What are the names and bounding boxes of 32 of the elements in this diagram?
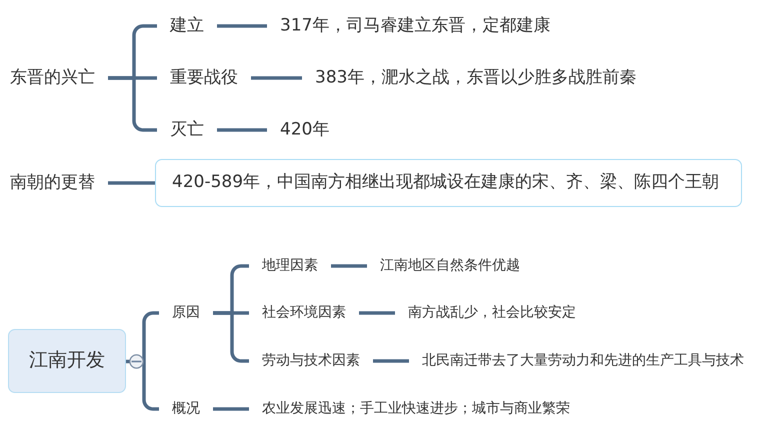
connector-line — [359, 311, 395, 315]
topic-text: 420-589年，中国南方相继出现都城设在建康的宋、齐、梁、陈四个王朝 — [172, 172, 720, 194]
topic-text: 农业发展迅速；手工业快速进步；城市与商业繁荣 — [257, 400, 575, 418]
topic-text: 重要战役 — [165, 67, 243, 89]
topic-text: 317年，司马睿建立东晋，定都建康 — [275, 15, 556, 37]
topic-text: 东晋的兴亡 — [5, 67, 100, 89]
topic-text: 江南地区自然条件优越 — [375, 257, 525, 275]
connector-line — [251, 76, 302, 80]
connector-line — [142, 311, 159, 361]
topic-text: 北民南迁带去了大量劳动力和先进的生产工具与技术 — [417, 352, 749, 370]
connector-line — [213, 407, 249, 411]
connector-line — [217, 128, 267, 132]
topic-text: 社会环境因素 — [257, 304, 351, 322]
topic-text: 南方战乱少，社会比较安定 — [403, 304, 581, 322]
topic-text: 劳动与技术因素 — [257, 352, 365, 370]
topic-text: 南朝的更替 — [5, 172, 100, 194]
topic-text: 概况 — [167, 400, 205, 418]
topic-text: 灭亡 — [165, 119, 209, 141]
topic-box — [155, 159, 742, 207]
topic-text: 地理因素 — [257, 257, 323, 275]
connector-line — [331, 264, 367, 268]
topic-text: 建立 — [165, 15, 209, 37]
connector-line — [217, 24, 267, 28]
topic-text: 383年，淝水之战，东晋以少胜多战胜前秦 — [310, 67, 642, 89]
topic-text: 江南开发 — [29, 349, 105, 373]
connector-line — [373, 359, 409, 363]
connector-line — [142, 361, 159, 411]
topic-text: 原因 — [167, 304, 205, 322]
topic-text: 420年 — [275, 119, 334, 141]
connector-line — [108, 181, 155, 185]
connector-line — [213, 311, 249, 363]
connector-line — [108, 76, 157, 132]
